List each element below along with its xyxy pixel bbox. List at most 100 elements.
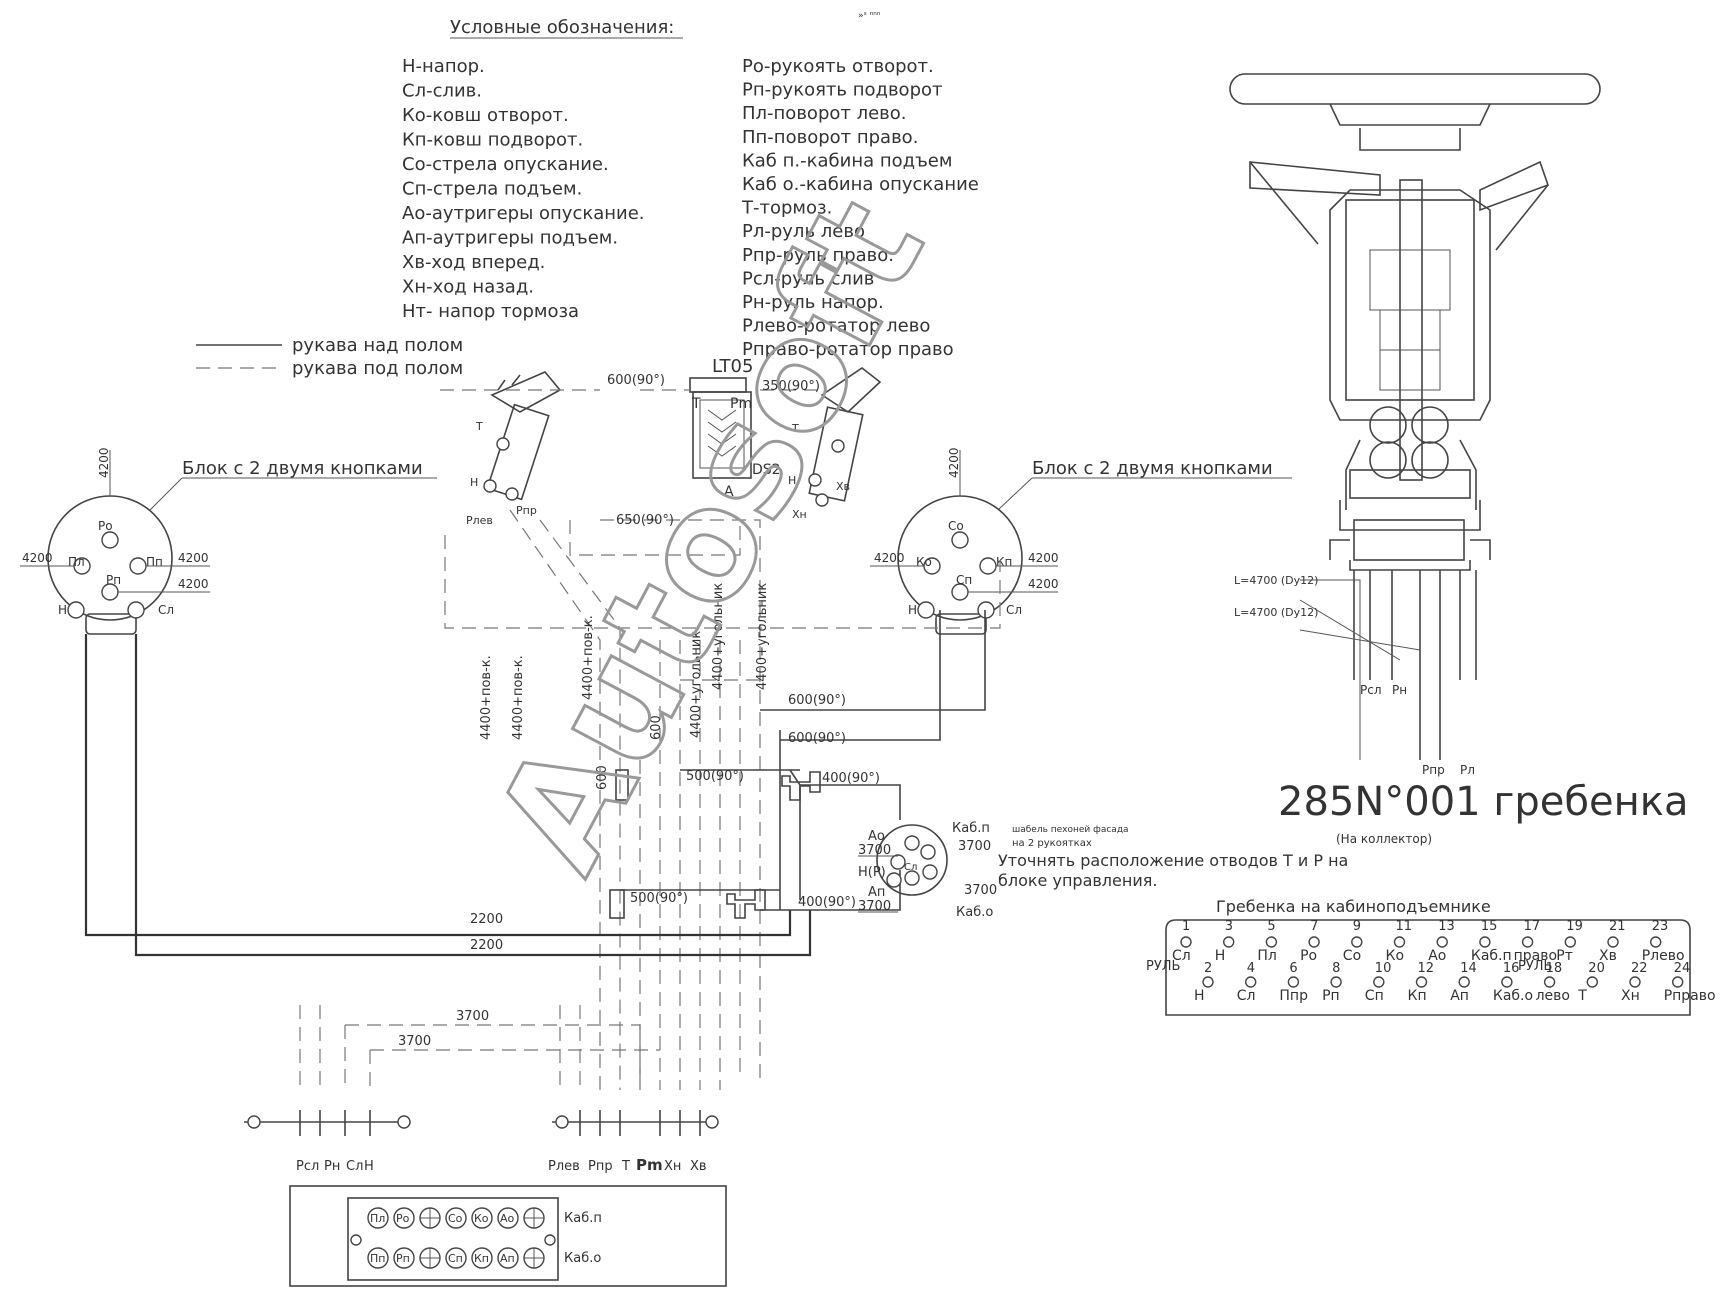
manifold-port <box>1415 976 1428 988</box>
manifold-port <box>1479 936 1491 948</box>
left-port-sl: Сл <box>158 603 174 617</box>
manifold-port-label: Т <box>1577 988 1587 1004</box>
dim-v6: 4400+угольник <box>755 583 770 690</box>
manifold-port-label: Хв <box>1599 948 1617 964</box>
legend-right-item: Рлево-ротатор лево <box>742 316 930 337</box>
legend: Условные обозначения: Н-напор.Сл-слив.Ко… <box>402 17 979 360</box>
legend-right-item: Каб п.-кабина подъем <box>742 150 952 171</box>
manifold-port-label: Ап <box>1450 988 1469 1004</box>
dim-v1: 4400+пов-к. <box>479 655 494 740</box>
lj-t: T <box>475 420 483 433</box>
manifold-port <box>1265 936 1278 948</box>
legend-left-item: Сп-стрела подъем. <box>402 179 582 200</box>
manifold-port-number: 5 <box>1267 919 1275 934</box>
manifold-port-number: 11 <box>1396 919 1413 934</box>
right-port-so: Со <box>948 519 964 533</box>
manifold-port-number: 10 <box>1375 961 1392 976</box>
manifold-port-label: Рт <box>1556 948 1573 964</box>
right-block-title: Блок с 2 двумя кнопками <box>1032 458 1273 479</box>
legend-right-column: Ро-рукоять отворот.Рп-рукоять подворотПл… <box>741 56 979 360</box>
manifold-port-number: 6 <box>1289 961 1297 976</box>
legend-right-item: Пп-поворот право. <box>742 127 918 148</box>
manifold-port <box>1436 936 1448 948</box>
bl-n: Н <box>364 1159 374 1174</box>
block-port <box>393 1207 415 1229</box>
block-port <box>445 1247 467 1269</box>
legend-left-item: Ао-аутригеры опускание. <box>402 203 645 224</box>
manifold-port <box>1202 976 1214 988</box>
manifold-port-number: 17 <box>1524 919 1541 934</box>
manifold-port-label: Рп <box>1322 988 1340 1004</box>
legend-left-item: Ап-аутригеры подъем. <box>402 228 618 249</box>
legend-left-item: Со-стрела опускание. <box>402 154 609 175</box>
right-joystick: T Н Хв Хн <box>788 367 882 521</box>
block-port <box>445 1207 467 1229</box>
legend-left-item: Н-напор. <box>402 56 485 77</box>
dim-500-90-b: 500(90°) <box>630 891 688 906</box>
manifold-port <box>1458 976 1470 988</box>
valve-a: A <box>724 484 734 500</box>
col-l2: L=4700 (Dy12) <box>1234 606 1318 619</box>
legend-right-item: Рправо-ротатор право <box>742 339 954 360</box>
legend-left-item: Нт- напор тормоза <box>402 301 579 322</box>
cab-sl: Сл <box>904 862 917 873</box>
dim-3700-b: 3700 <box>398 1034 431 1049</box>
left-block-title: Блок с 2 двумя кнопками <box>182 458 423 479</box>
manifold-port-number: 18 <box>1546 961 1563 976</box>
dim-v2: 4400+пов-к. <box>511 655 526 740</box>
col-rpr: Рпр <box>1422 763 1445 777</box>
manifold-port-label: Каб.о <box>1493 988 1533 1004</box>
manifold-port-number: 3 <box>1225 919 1233 934</box>
legend-left-column: Н-напор.Сл-слив.Ко-ковш отворот.Кп-ковш … <box>402 56 645 322</box>
dim-650-90: 650(90°) <box>616 513 674 528</box>
dim-v5: 4400+угольник <box>711 583 726 690</box>
valve-ds2: DS2 <box>752 462 781 478</box>
block-port <box>393 1247 415 1269</box>
manifold-port-number: 1 <box>1182 919 1190 934</box>
col-l1: L=4700 (Dy12) <box>1234 574 1318 587</box>
manifold-port-label: Каб.п <box>1471 948 1512 964</box>
manifold-port <box>1330 976 1342 988</box>
legend-right-item: Ро-рукоять отворот. <box>742 56 934 77</box>
manifold-port-number: 16 <box>1503 961 1520 976</box>
solid-line-label: рукава над полом <box>292 335 463 356</box>
manifold-port-number: 20 <box>1588 961 1605 976</box>
block-port-label: Ко <box>474 1212 489 1225</box>
bb-kabp: Каб.п <box>564 1211 602 1226</box>
manifold-port-number: 8 <box>1332 961 1340 976</box>
right-port-sp: Сп <box>956 573 972 587</box>
block-port <box>367 1247 389 1269</box>
tee-fittings <box>609 769 948 919</box>
manifold-port <box>1501 976 1513 988</box>
legend-right-item: Рн-руль напор. <box>742 292 884 313</box>
dim-2200-a: 2200 <box>470 912 503 927</box>
cab-kabo-len: 3700 <box>964 883 997 898</box>
legend-right-item: Рпр-руль право. <box>742 245 894 266</box>
manifold-port <box>1244 976 1257 988</box>
cab-tiny-note-1: шабель пехоней фасада <box>1012 825 1129 835</box>
dim-600-90-c: 600(90°) <box>788 731 846 746</box>
rj-t: T <box>791 422 799 435</box>
left-dim-4200-right2: 4200 <box>178 577 209 591</box>
manifold-port-label: Н <box>1194 988 1205 1004</box>
left-port-rp: Рп <box>106 573 121 587</box>
manifold-port-label: Пл <box>1257 948 1276 964</box>
manifold-bottom-row: 2Н4Сл6Ппр8Рп10Сп12Кп14Ап16Каб.о18лево20Т… <box>1194 961 1716 1004</box>
left-dim-4200-right: 4200 <box>178 551 209 565</box>
block-port-label: Ао <box>500 1212 515 1225</box>
cab-ap-len: 3700 <box>858 899 891 914</box>
manifold-port-number: 22 <box>1631 961 1648 976</box>
block-port-label: Рп <box>396 1252 410 1265</box>
lj-rpr: Рпр <box>516 504 537 517</box>
left-button-block: Блок с 2 двумя кнопками Ро Пл Пп Рп Н Сл… <box>20 447 437 635</box>
legend-title: Условные обозначения: <box>450 17 674 38</box>
col-rl: Рл <box>1460 763 1475 777</box>
block-port <box>497 1247 519 1269</box>
manifold-port <box>1543 976 1556 988</box>
bl-rlev: Рлев <box>548 1159 580 1174</box>
bl-t: T <box>621 1159 630 1174</box>
brake-valve-lt05: LT05 T Pm DS2 A <box>689 356 781 500</box>
block-port-label: Кп <box>474 1252 489 1265</box>
rj-xn: Хн <box>792 508 807 521</box>
cab-note-1: Уточнять расположение отводов Т и Р на <box>998 851 1348 870</box>
